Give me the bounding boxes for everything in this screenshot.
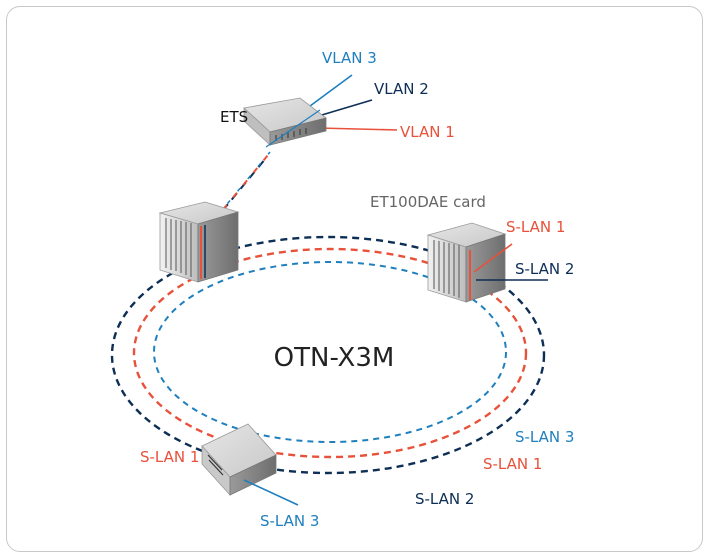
vlan1-label: VLAN 1	[400, 123, 455, 141]
ets-switch	[243, 97, 327, 148]
vlan2-label: VLAN 2	[374, 80, 429, 98]
ets-label: ETS	[220, 108, 248, 126]
right-node-slan2-label: S-LAN 2	[515, 260, 574, 278]
ring-slan3-label: S-LAN 3	[515, 428, 574, 446]
right-node	[426, 222, 548, 303]
bottom-node-slan3-label: S-LAN 3	[260, 512, 319, 530]
ring-slan1-label: S-LAN 1	[483, 455, 542, 473]
diagram-frame	[6, 6, 703, 552]
card-label: ET100DAE card	[370, 193, 486, 211]
ring	[110, 235, 546, 475]
vlan3-label: VLAN 3	[322, 49, 377, 67]
ring-inner-slan3	[153, 261, 507, 443]
ring-slan2-label: S-LAN 2	[415, 490, 474, 508]
ring-outer-slan2	[110, 235, 546, 475]
bottom-node	[201, 423, 299, 506]
ring-middle-slan1	[132, 247, 528, 459]
bottom-node-slan1-label: S-LAN 1	[140, 448, 199, 466]
ring-label: OTN-X3M	[274, 343, 395, 373]
left-node	[158, 201, 240, 283]
right-node-slan1-label: S-LAN 1	[506, 218, 565, 236]
